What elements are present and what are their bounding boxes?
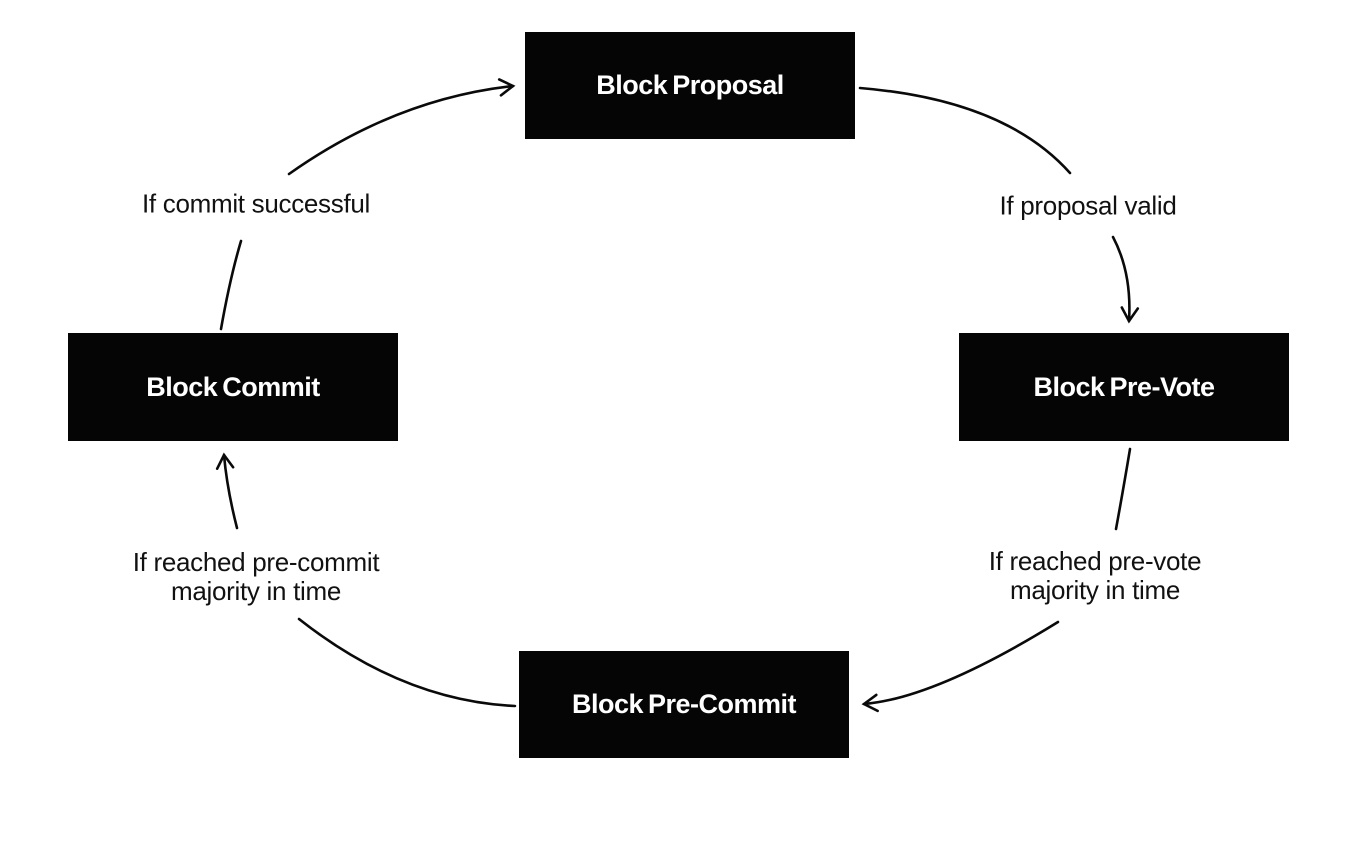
edge-proposal-to-label-arc (858, 86, 1072, 175)
edge-label-if-commit-successful: If commit successful (141, 188, 371, 219)
node-block-proposal: Block Proposal (525, 32, 855, 139)
edge-label-to-proposal-arrow (287, 78, 516, 176)
edge-label-to-prevote-arrow (1111, 235, 1140, 324)
node-block-pre-vote: Block Pre-Vote (959, 333, 1289, 441)
edge-label-if-proposal-valid: If proposal valid (999, 190, 1177, 221)
edge-label-to-precommit-arrow (861, 620, 1060, 713)
edge-label-if-reached-pre-commit-majority: If reached pre-commit majority in time (132, 546, 380, 606)
node-block-commit: Block Commit (68, 333, 398, 441)
edge-prevote-to-label-arc (1114, 447, 1132, 531)
edge-label-to-commit-arrow (215, 452, 239, 530)
node-block-pre-commit: Block Pre-Commit (519, 651, 849, 758)
edge-label-if-reached-pre-vote-majority: If reached pre-vote majority in time (988, 545, 1202, 605)
edge-precommit-to-label-arc (297, 617, 517, 708)
edge-commit-to-label-arc (219, 239, 243, 331)
